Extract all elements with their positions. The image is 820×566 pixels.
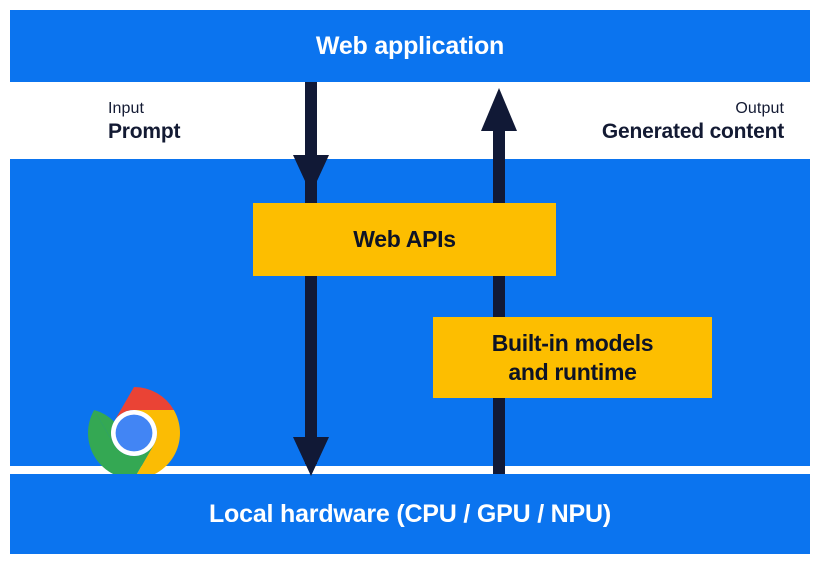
card-builtin-models[interactable]: Built-in models and runtime (433, 317, 712, 398)
output-flow-caption: Output Generated content (602, 100, 784, 143)
input-kicker-label: Input (108, 100, 145, 117)
output-value-label: Generated content (601, 119, 784, 143)
card-web-apis[interactable]: Web APIs (253, 203, 556, 276)
chrome-logo-icon (88, 387, 180, 479)
band-local-hardware: Local hardware (CPU / GPU / NPU) (10, 474, 810, 554)
band-web-application-label: Web application (315, 31, 505, 60)
band-web-application: Web application (10, 10, 810, 82)
band-local-hardware-label: Local hardware (CPU / GPU / NPU) (208, 499, 611, 528)
card-web-apis-label: Web APIs (353, 226, 456, 253)
card-builtin-models-label: Built-in models and runtime (491, 330, 654, 385)
output-kicker-label: Output (735, 100, 784, 117)
input-value-label: Prompt (108, 119, 181, 143)
input-flow-caption: Input Prompt (108, 100, 181, 143)
